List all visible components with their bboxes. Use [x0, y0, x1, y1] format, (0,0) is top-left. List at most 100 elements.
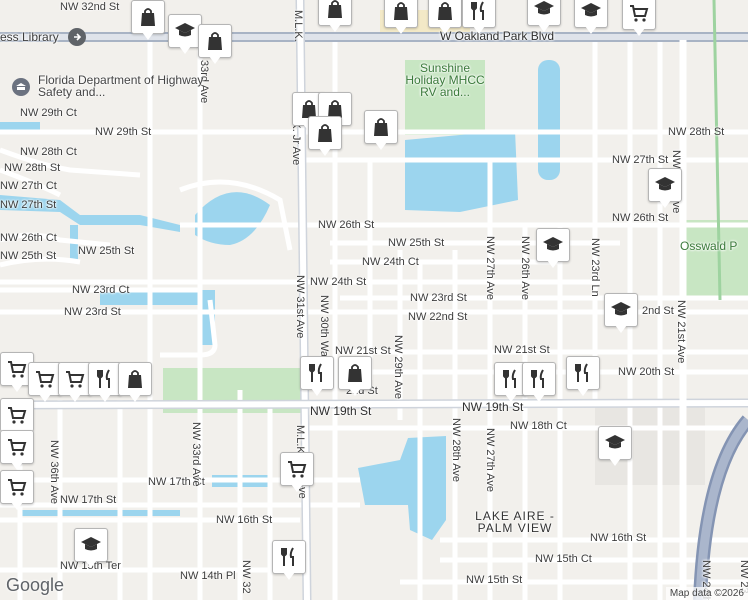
street-label: NW 16th St [590, 532, 647, 544]
street-label: 2nd St [642, 305, 674, 317]
marker-tip [179, 46, 191, 54]
street-label: NW 25th St [0, 250, 57, 262]
street-label: NW 29th St [95, 126, 152, 138]
map-marker-grocery[interactable] [280, 452, 314, 494]
marker-tip [329, 24, 341, 32]
map-marker-school[interactable] [74, 528, 108, 570]
map-marker-grocery[interactable] [0, 470, 34, 512]
poi-label-fl-dept[interactable]: Florida Department of Highway Safety and… [38, 73, 204, 99]
park-area [405, 60, 485, 135]
marker-tip [39, 394, 51, 402]
street-label: NW 30th Way [318, 295, 330, 363]
map-marker-school[interactable] [527, 0, 561, 34]
street-label: NW 23rd St [410, 292, 467, 304]
school-icon [536, 228, 570, 262]
marker-tip [473, 26, 485, 34]
map-marker-grocery[interactable] [28, 362, 62, 404]
street-label: NW 22nd St [408, 311, 468, 323]
street-label: NW 21st St [335, 345, 391, 357]
map-marker-restaurant[interactable] [522, 362, 556, 404]
shopping-bag-icon [198, 24, 232, 58]
shopping-bag-icon [428, 0, 462, 28]
shopping-bag-icon [318, 0, 352, 26]
map-marker-shopping[interactable] [308, 116, 342, 158]
map-marker-shopping[interactable] [318, 0, 352, 34]
map-marker-grocery[interactable] [622, 0, 656, 38]
marker-tip [439, 26, 451, 34]
map-marker-shopping[interactable] [131, 0, 165, 42]
street-label: NW 24th St [310, 276, 367, 288]
marker-tip [319, 148, 331, 156]
street-label: NW 27th Ave [484, 428, 496, 492]
map-marker-shopping[interactable] [384, 0, 418, 36]
street-label: NW 28th St [668, 126, 725, 138]
map-marker-restaurant[interactable] [300, 356, 334, 398]
marker-tip [291, 484, 303, 492]
street-label: NW 33rd Ave [190, 422, 202, 487]
street-label: NW 17th Ct [148, 476, 205, 488]
street-label: NW 25th St [388, 237, 445, 249]
shopping-bag-icon [364, 110, 398, 144]
marker-tip [395, 26, 407, 34]
school-icon [574, 0, 608, 28]
map-marker-shopping[interactable] [198, 24, 232, 66]
map-marker-restaurant[interactable] [88, 362, 122, 404]
marker-tip [505, 394, 517, 402]
street-label: NW 26th St [612, 212, 669, 224]
street-label: NW 25th St [78, 245, 135, 257]
poi-label-osswald[interactable]: Osswald P [680, 239, 738, 253]
map-marker-shopping[interactable] [428, 0, 462, 36]
shopping-bag-icon [118, 362, 152, 396]
poi-label-library[interactable]: ess Library [0, 30, 59, 44]
map-marker-shopping[interactable] [364, 110, 398, 152]
map-marker-restaurant[interactable] [272, 540, 306, 582]
map-marker-grocery[interactable] [0, 430, 34, 472]
map-marker-school[interactable] [648, 168, 682, 210]
grocery-cart-icon [58, 362, 92, 396]
street-label: NW 19th St [462, 400, 524, 414]
grocery-cart-icon [622, 0, 656, 30]
marker-tip [142, 32, 154, 40]
restaurant-icon [566, 356, 600, 390]
map-marker-restaurant[interactable] [566, 356, 600, 398]
restaurant-icon [300, 356, 334, 390]
marker-tip [11, 462, 23, 470]
grocery-cart-icon [0, 398, 34, 432]
google-logo[interactable]: Google [6, 575, 65, 595]
map-marker-school[interactable] [604, 293, 638, 335]
map-marker-school[interactable] [598, 426, 632, 468]
street-label: NW 32nd St [60, 1, 120, 13]
marker-tip [609, 458, 621, 466]
map-marker-restaurant[interactable] [462, 0, 496, 36]
school-icon [527, 0, 561, 26]
marker-tip [11, 384, 23, 392]
street-label: NW 23rd Ln [589, 238, 601, 297]
restaurant-icon [462, 0, 496, 28]
grocery-cart-icon [0, 470, 34, 504]
street-label: NW 26th Ave [519, 236, 531, 300]
map-marker-shopping[interactable] [118, 362, 152, 404]
map-marker-school[interactable] [574, 0, 608, 36]
marker-tip [538, 24, 550, 32]
school-icon [604, 293, 638, 327]
government-icon [12, 78, 30, 96]
map-attribution[interactable]: Map data ©2026 [665, 587, 748, 600]
street-label: NW 18th Ct [510, 420, 567, 432]
poi-label-sunshine[interactable]: Sunshine Holiday MHCC RV and... [405, 61, 485, 99]
marker-tip [547, 260, 559, 268]
street-label: NW 28th Ct [20, 146, 77, 158]
canal [538, 60, 560, 180]
street-label: NW 27th Ave [484, 236, 496, 300]
canal [100, 290, 215, 345]
map-marker-shopping[interactable] [338, 356, 372, 398]
map-marker-school[interactable] [168, 14, 202, 56]
street-label: NW 23rd St [64, 306, 121, 318]
map-marker-school[interactable] [536, 228, 570, 270]
street-label: NW 23 [738, 560, 748, 594]
marker-tip [615, 325, 627, 333]
map-marker-grocery[interactable] [58, 362, 92, 404]
school-icon [168, 14, 202, 48]
restaurant-icon [272, 540, 306, 574]
street-label: NW 21st Ave [675, 300, 687, 364]
